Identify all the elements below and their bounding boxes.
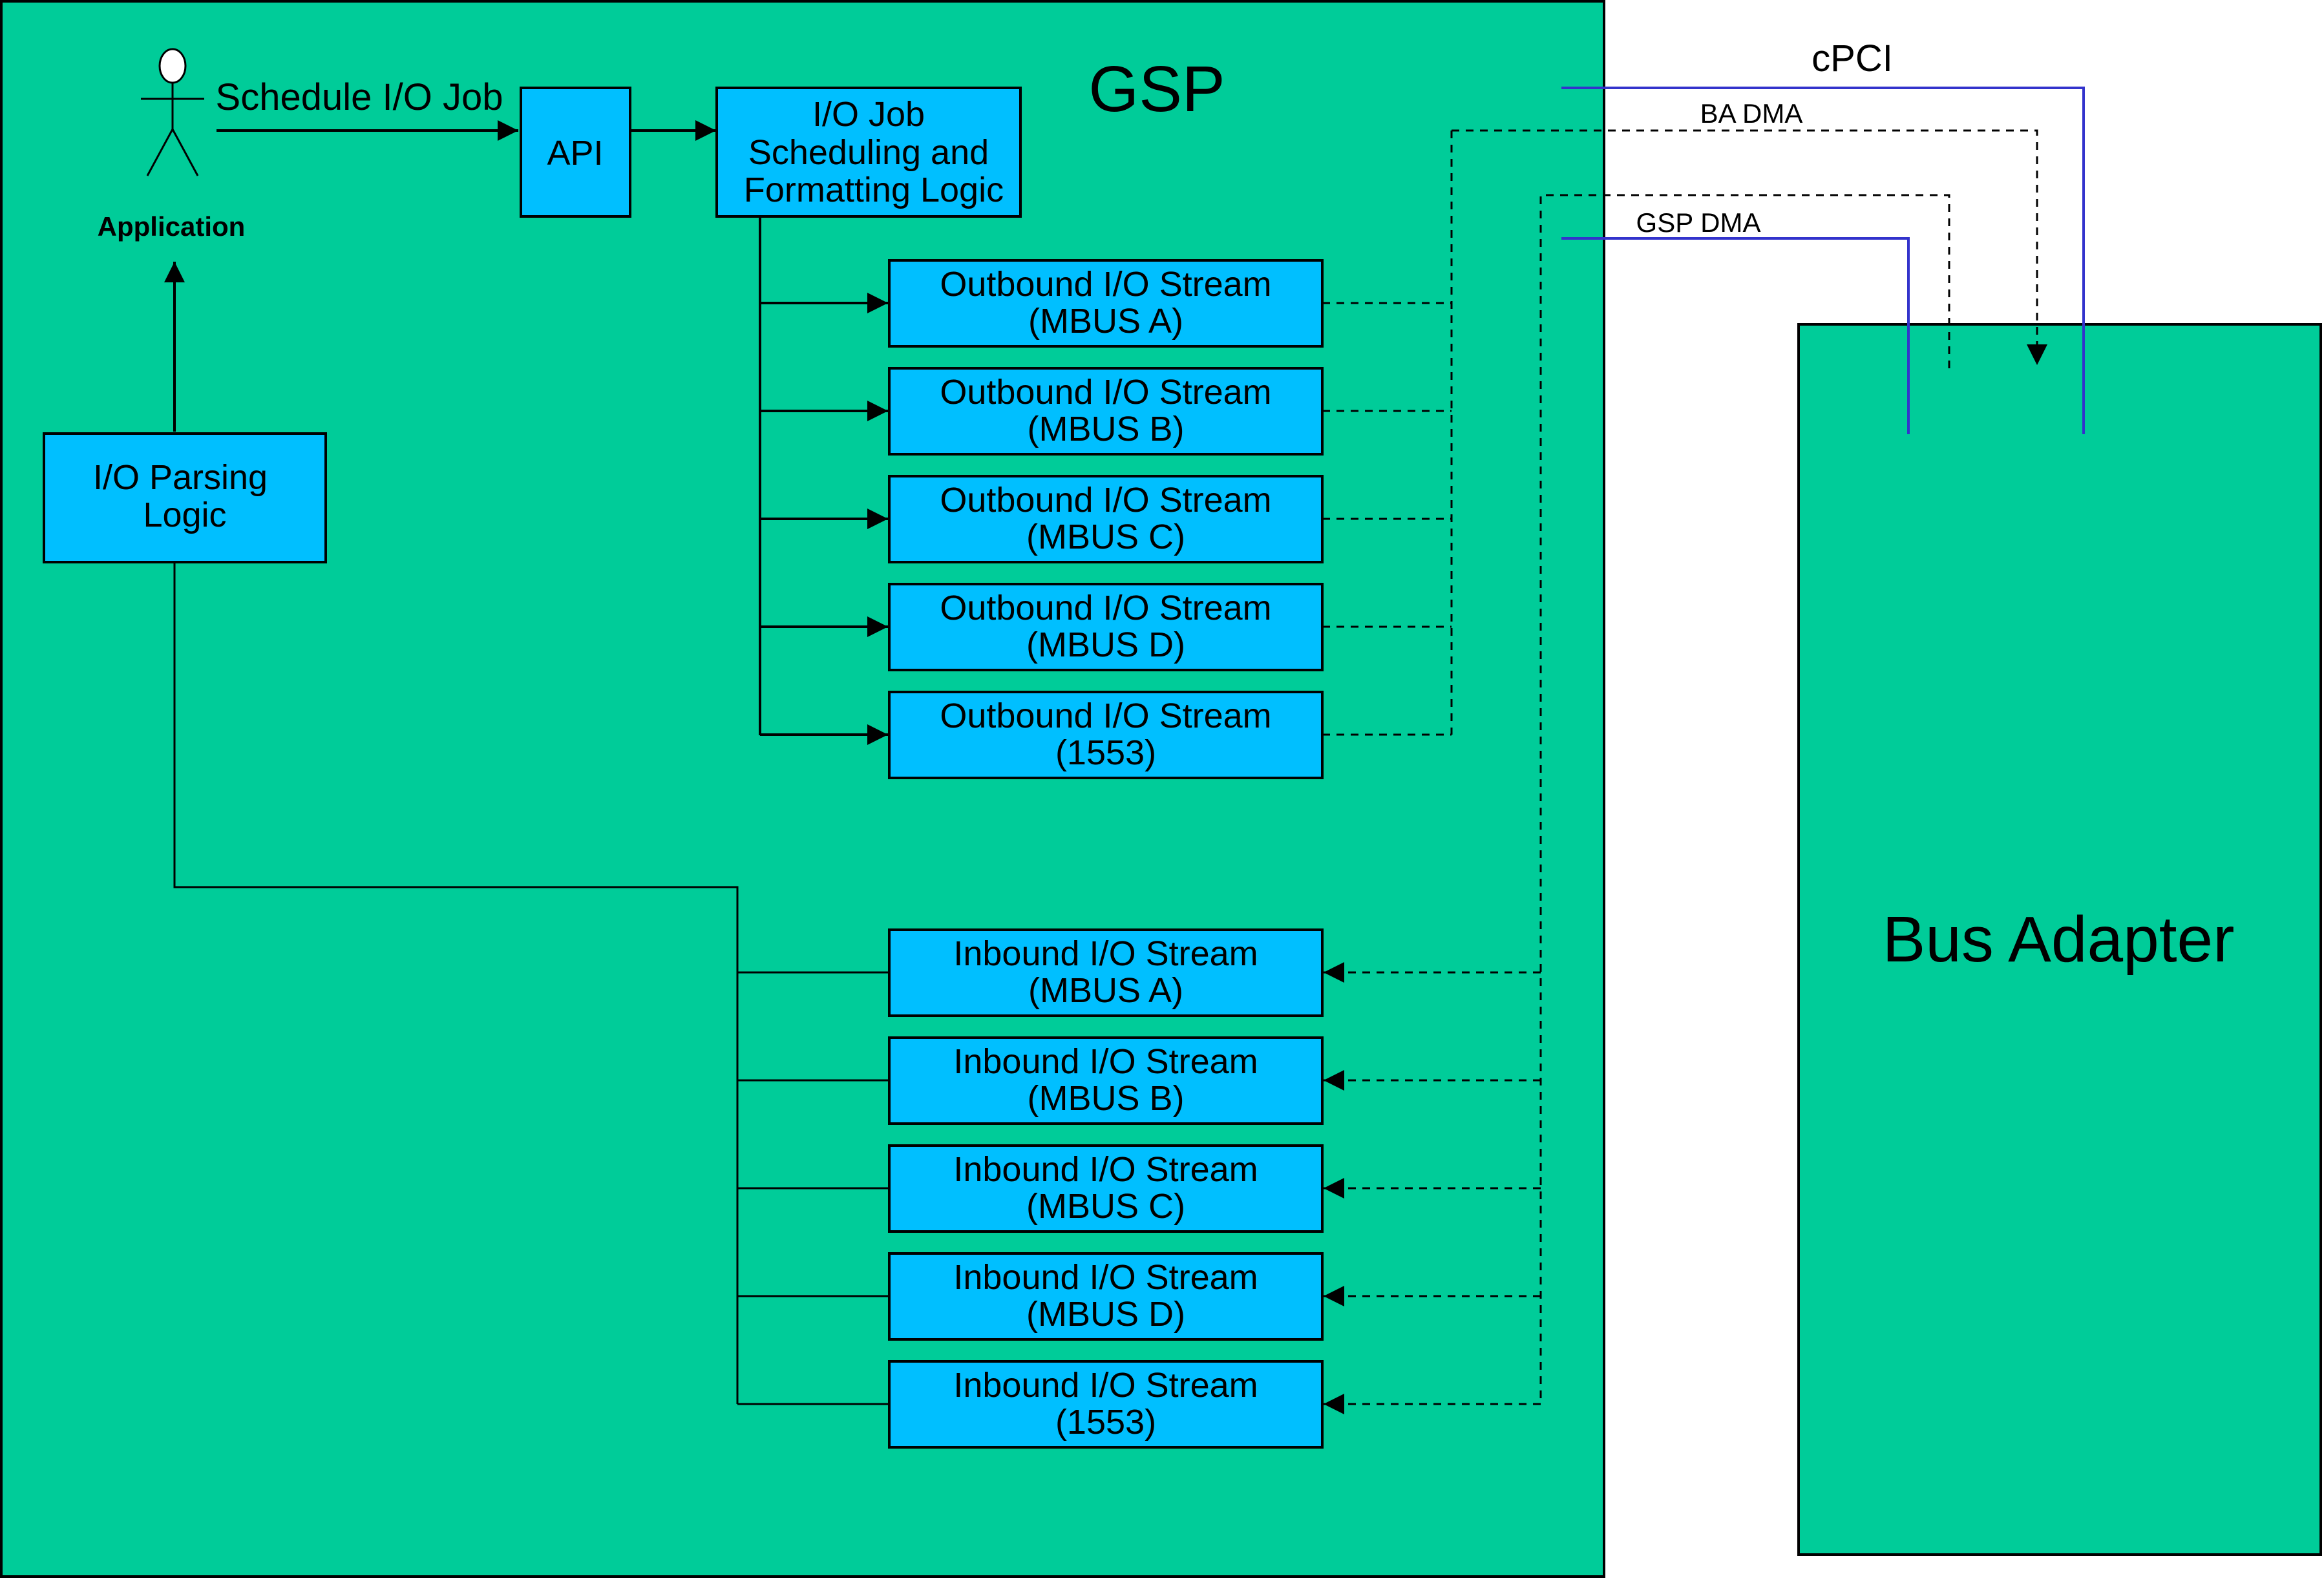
- gsp-dma-label: GSP DMA: [1636, 207, 1761, 238]
- schedule-job-label: Schedule I/O Job: [216, 76, 503, 118]
- inbound-stream-0: Inbound I/O Stream (MBUS A): [888, 928, 1324, 1017]
- inbound-streams: Inbound I/O Stream (MBUS A) Inbound I/O …: [888, 928, 1324, 1449]
- inbound-stream-title: Inbound I/O Stream: [953, 1366, 1258, 1405]
- bus-adapter-container: [1797, 323, 2322, 1556]
- parser-label-line1: I/O Parsing: [93, 458, 268, 497]
- ba-dma-label: BA DMA: [1700, 98, 1803, 129]
- inbound-stream-1: Inbound I/O Stream (MBUS B): [888, 1036, 1324, 1125]
- outbound-stream-title: Outbound I/O Stream: [940, 589, 1271, 627]
- outbound-stream-bus: (1553): [1055, 733, 1156, 772]
- outbound-stream-title: Outbound I/O Stream: [940, 481, 1271, 519]
- scheduler-box: [715, 87, 1022, 218]
- inbound-stream-bus: (MBUS A): [1028, 971, 1183, 1010]
- gsp-dma-path: [1539, 194, 1950, 1404]
- gsp-container: [0, 0, 1605, 1578]
- outbound-stream-4: Outbound I/O Stream (1553): [888, 691, 1324, 779]
- outbound-stream-bus: (MBUS C): [1026, 518, 1185, 556]
- api-label: API: [547, 134, 603, 173]
- application-label: Application: [98, 211, 246, 242]
- outbound-stream-bus: (MBUS D): [1026, 625, 1185, 664]
- inbound-stream-bus: (MBUS D): [1026, 1295, 1185, 1334]
- scheduler-label-line2: Scheduling and: [748, 133, 989, 172]
- inbound-stream-2: Inbound I/O Stream (MBUS C): [888, 1144, 1324, 1233]
- outbound-stream-3: Outbound I/O Stream (MBUS D): [888, 583, 1324, 671]
- inbound-stream-title: Inbound I/O Stream: [953, 1258, 1258, 1297]
- outbound-stream-0: Outbound I/O Stream (MBUS A): [888, 259, 1324, 348]
- inbound-stream-title: Inbound I/O Stream: [953, 934, 1258, 973]
- outbound-stream-bus: (MBUS A): [1028, 302, 1183, 341]
- outbound-stream-1: Outbound I/O Stream (MBUS B): [888, 367, 1324, 456]
- outbound-stream-title: Outbound I/O Stream: [940, 697, 1271, 735]
- inbound-stream-3: Inbound I/O Stream (MBUS D): [888, 1252, 1324, 1341]
- inbound-stream-bus: (MBUS B): [1028, 1079, 1185, 1118]
- ba-dma-path: [1452, 129, 2047, 365]
- inbound-stream-title: Inbound I/O Stream: [953, 1042, 1258, 1081]
- gsp-title: GSP: [1088, 53, 1225, 125]
- inbound-stream-4: Inbound I/O Stream (1553): [888, 1360, 1324, 1449]
- outbound-stream-bus: (MBUS B): [1028, 410, 1185, 448]
- inbound-stream-bus: (MBUS C): [1026, 1187, 1185, 1226]
- gsp-dma-bus-line: [1561, 237, 1910, 434]
- outbound-stream-2: Outbound I/O Stream (MBUS C): [888, 475, 1324, 563]
- outbound-stream-title: Outbound I/O Stream: [940, 373, 1271, 412]
- parser-label-line2: Logic: [143, 496, 226, 534]
- outbound-streams: Outbound I/O Stream (MBUS A) Outbound I/…: [888, 259, 1324, 779]
- parser-box: [43, 432, 327, 563]
- outbound-stream-title: Outbound I/O Stream: [940, 265, 1271, 304]
- inbound-return-path: [173, 563, 739, 1404]
- cpci-label: cPCI: [1812, 37, 1893, 79]
- api-box: [520, 87, 631, 218]
- bus-adapter-title: Bus Adapter: [1883, 903, 2235, 976]
- inbound-stream-bus: (1553): [1055, 1403, 1156, 1441]
- cpci-bus-line: [1561, 87, 2085, 434]
- scheduler-label-line1: I/O Job: [812, 95, 925, 134]
- application-actor-icon: [141, 48, 204, 176]
- inbound-stream-title: Inbound I/O Stream: [953, 1150, 1258, 1189]
- scheduler-label-line3: Formatting Logic: [744, 171, 1004, 209]
